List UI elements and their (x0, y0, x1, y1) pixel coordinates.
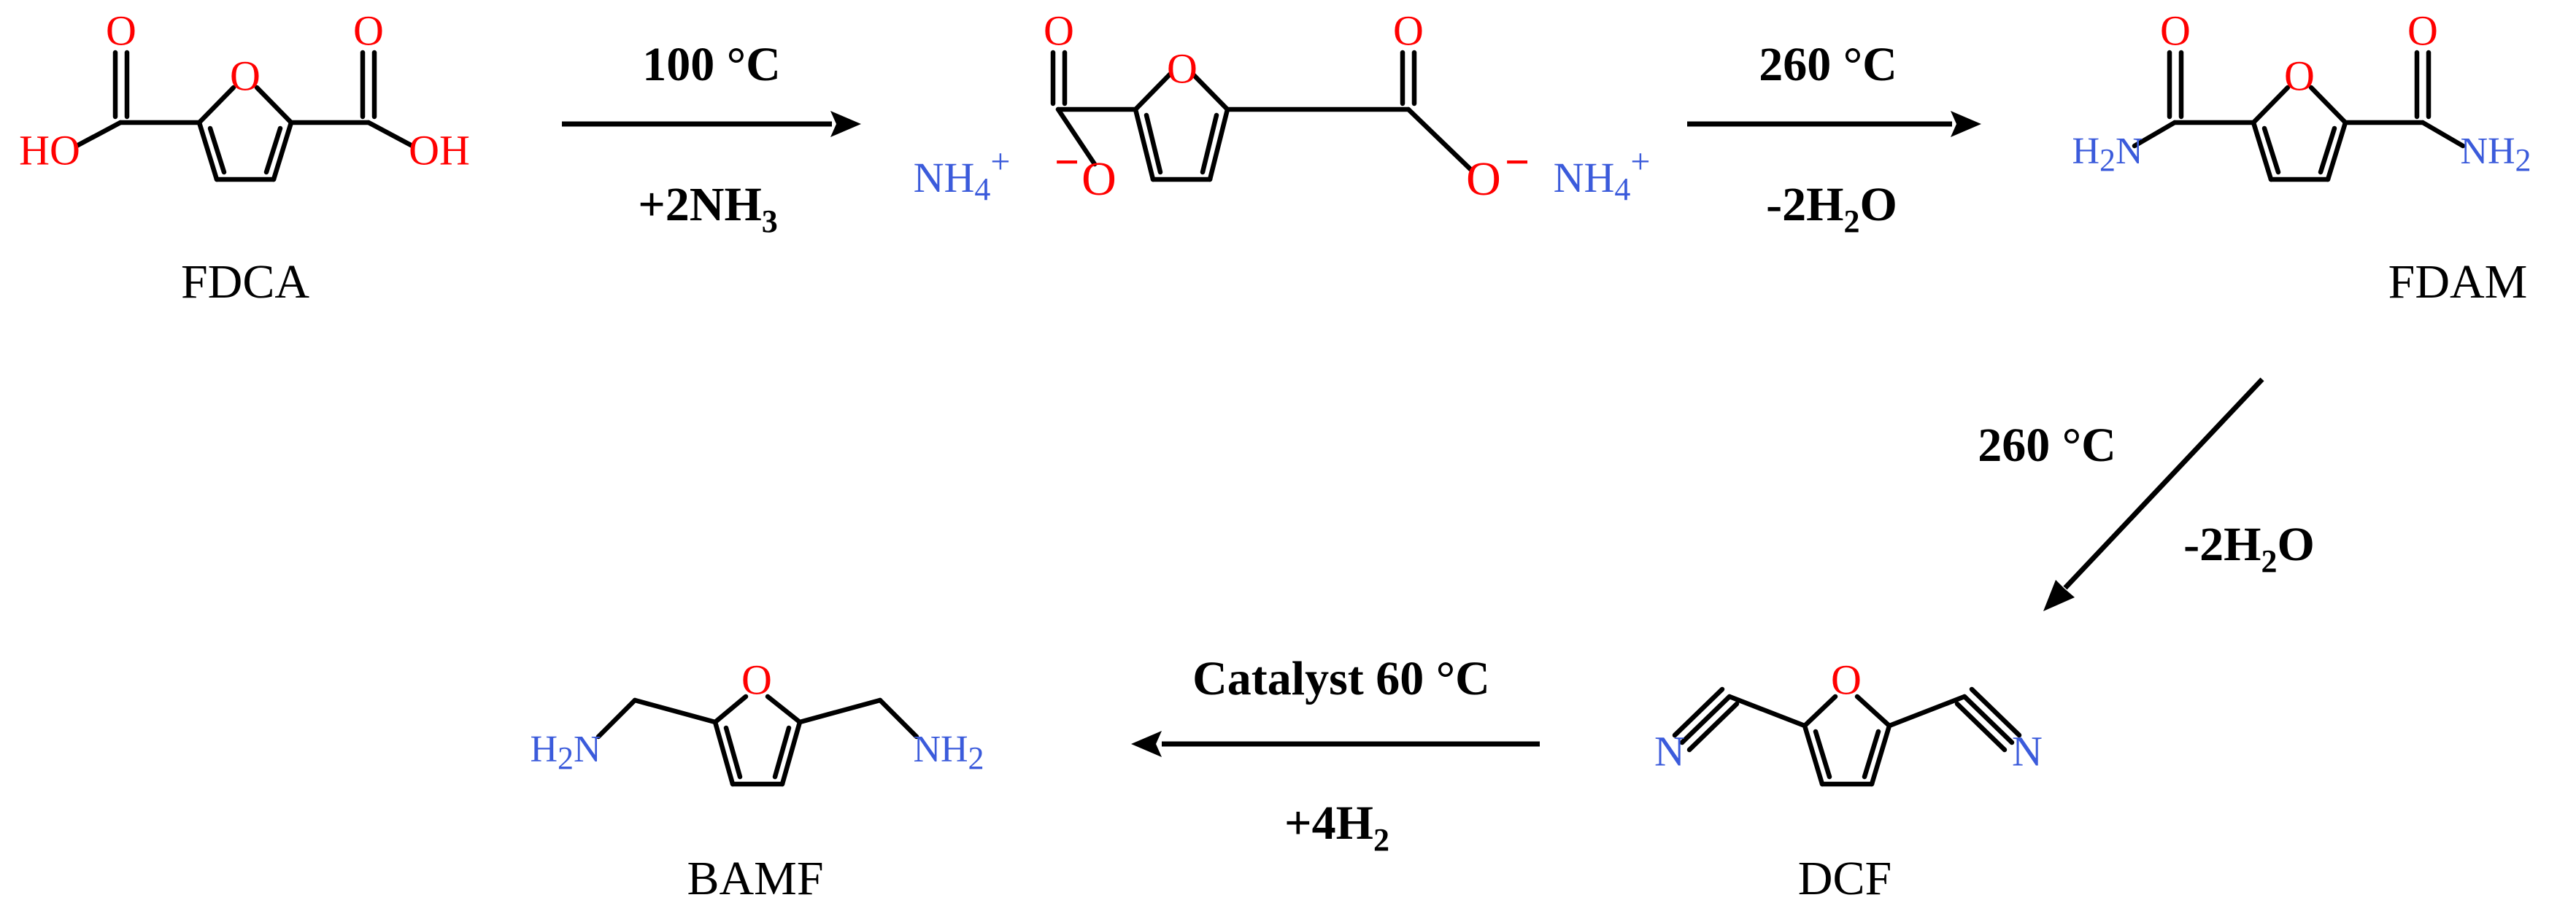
fdam-amide-right-nh: NH (2460, 131, 2515, 172)
ammonium-salt-structure (1050, 50, 1473, 182)
step2-byproduct-subscript: 2 (1843, 203, 1859, 239)
bamf-amine-left-h: H (530, 729, 558, 770)
salt-carbonyl-oxygen-left: O (1044, 7, 1074, 54)
fdam-ring-oxygen: O (2284, 52, 2315, 99)
step1-reagent-main: +2NH (638, 178, 762, 231)
dcf-nitrile-n-left: N (1654, 727, 1685, 775)
fdca-carbonyl-oxygen-left: O (106, 7, 136, 54)
bamf-ring-oxygen: O (741, 656, 772, 703)
fdam-carbonyl-oxygen-right: O (2407, 7, 2438, 54)
dcf-structure (1672, 686, 2022, 787)
fdam-amide-right: NH2 (2460, 131, 2531, 178)
salt-carboxylate-oxygen-right: O (1466, 152, 1501, 206)
fdam-amide-right-subscript: 2 (2515, 142, 2531, 178)
bamf-amine-right: NH2 (913, 729, 984, 776)
salt-carboxylate-oxygen-left: O (1081, 152, 1117, 206)
salt-ammonium-right-subscript: 4 (1614, 171, 1630, 207)
step2-byproduct: -2H2O (1766, 178, 1897, 239)
salt-ammonium-left-nh: NH (914, 154, 975, 201)
step2-arrow (1687, 111, 1981, 137)
step2-byproduct-main: -2H (1766, 178, 1843, 231)
fdca-structure (74, 50, 415, 182)
fdca-name: FDCA (181, 255, 309, 309)
salt-ammonium-right-nh: NH (1554, 154, 1615, 201)
fdam-amide-left-h: H (2072, 131, 2099, 172)
bamf-name: BAMF (687, 852, 823, 905)
fdca-hydroxyl-left: HO (19, 126, 80, 174)
bamf-structure (595, 694, 919, 787)
bamf-amine-right-nh: NH (913, 729, 968, 770)
bamf-amine-right-subscript: 2 (968, 740, 984, 776)
salt-ammonium-right: NH4+ (1554, 142, 1651, 207)
salt-carboxylate-minus-right: − (1505, 138, 1530, 186)
step2-temperature: 260 °C (1759, 38, 1897, 91)
fdam-amide-left-n: N (2116, 131, 2143, 172)
fdam-carbonyl-oxygen-left: O (2160, 7, 2191, 54)
dcf-name: DCF (1798, 852, 1891, 905)
fdam-name: FDAM (2388, 255, 2528, 309)
salt-ammonium-right-charge: + (1630, 142, 1650, 181)
step4-conditions: Catalyst 60 °C (1192, 652, 1490, 705)
bamf-amine-left-n: N (574, 729, 601, 770)
fdca-carbonyl-oxygen-right: O (353, 7, 384, 54)
fdca-ring-oxygen: O (230, 52, 261, 99)
salt-carboxylate-minus-left: − (1054, 138, 1079, 186)
step3-temperature: 260 °C (1978, 419, 2116, 472)
step1-reagent-subscript: 3 (762, 203, 778, 239)
step1-arrow (562, 111, 861, 137)
step3-byproduct-main: -2H (2183, 518, 2261, 571)
step3-byproduct-oxygen: O (2277, 518, 2314, 571)
step3-byproduct-subscript: 2 (2261, 543, 2277, 579)
salt-ammonium-left: NH4+ (914, 142, 1011, 207)
step4-reagent-main: +4H (1284, 796, 1373, 850)
salt-carbonyl-oxygen-right: O (1393, 7, 1424, 54)
bamf-amine-left: H2N (530, 729, 601, 776)
step1-reagent: +2NH3 (638, 178, 778, 239)
salt-ammonium-left-subscript: 4 (974, 171, 990, 207)
fdam-structure (2132, 50, 2466, 182)
bamf-amine-left-subscript: 2 (558, 740, 574, 776)
fdca-hydroxyl-right: OH (409, 126, 470, 174)
step3-byproduct: -2H2O (2183, 518, 2315, 579)
salt-ammonium-left-charge: + (990, 142, 1010, 181)
step4-reagent-subscript: 2 (1373, 822, 1389, 858)
dcf-nitrile-n-right: N (2012, 727, 2043, 775)
step1-temperature: 100 °C (642, 38, 781, 91)
step2-byproduct-oxygen: O (1859, 178, 1897, 231)
fdam-amide-left: H2N (2072, 131, 2143, 178)
dcf-ring-oxygen: O (1831, 656, 1862, 703)
step4-arrow (1131, 731, 1540, 757)
step3-arrow (2043, 377, 2264, 611)
step4-reagent: +4H2 (1284, 796, 1389, 858)
salt-ring-oxygen: O (1167, 44, 1198, 92)
fdam-amide-left-subscript: 2 (2099, 142, 2116, 178)
